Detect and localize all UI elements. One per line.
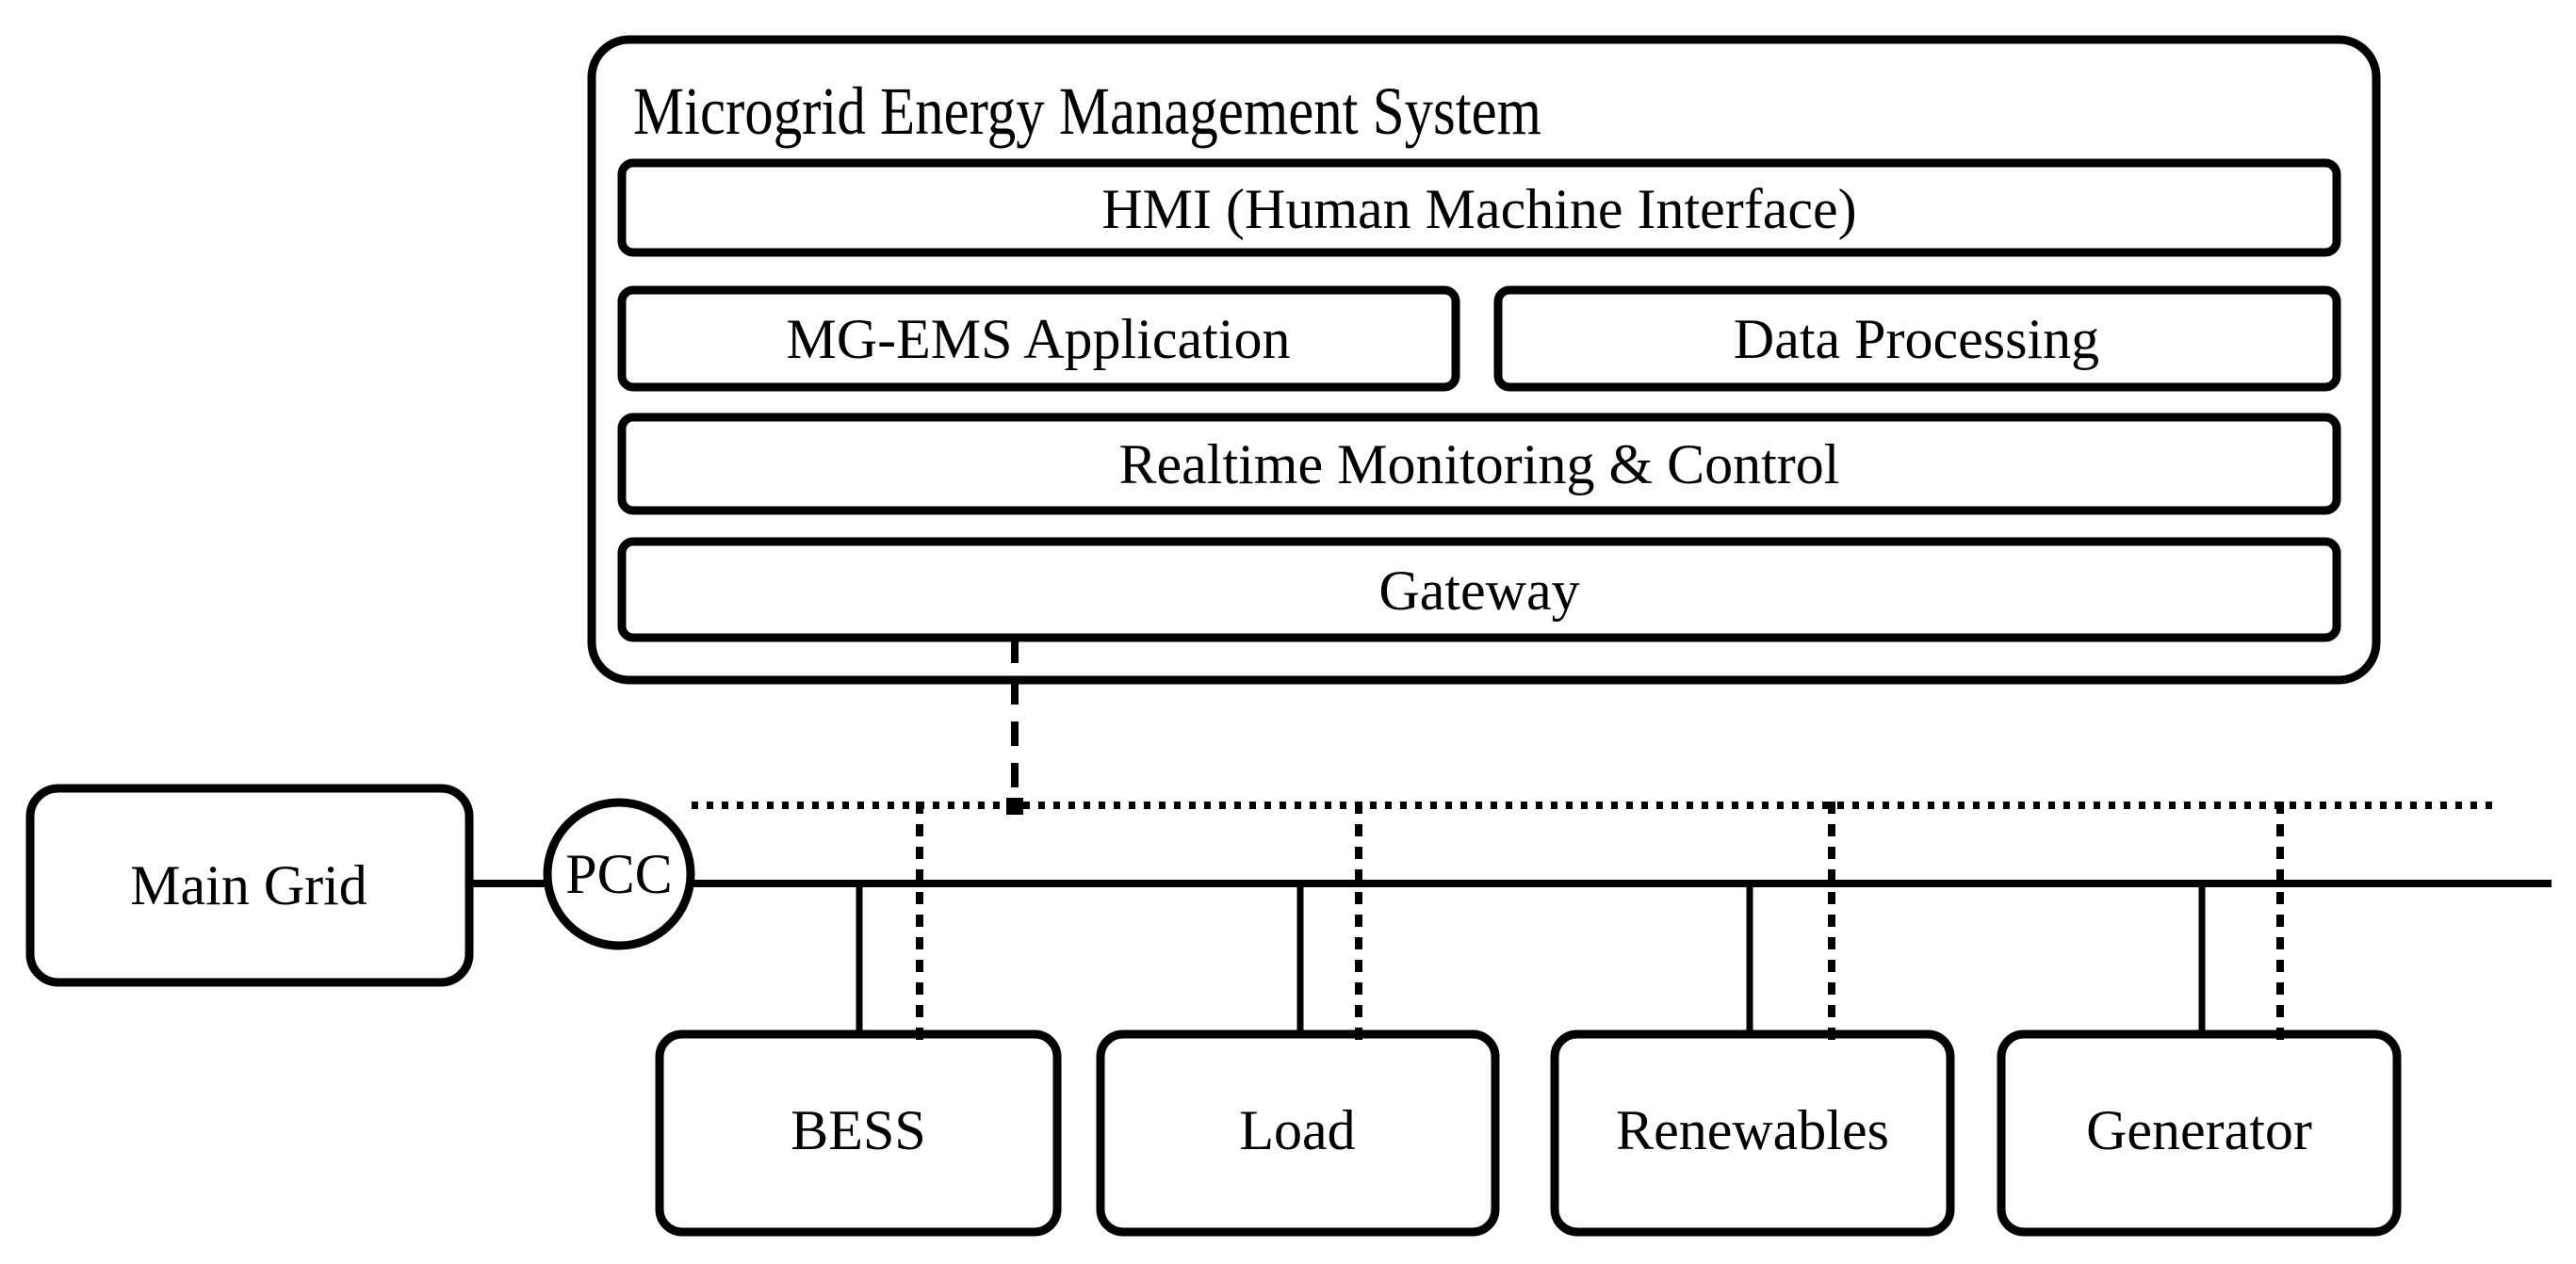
generator-box <box>1997 1029 2402 1237</box>
pcc-label: PCC <box>565 843 672 905</box>
mg-ems-application-box <box>617 285 1460 392</box>
hmi-box <box>617 158 2341 257</box>
mg-ems-application-label: MG-EMS Application <box>787 308 1291 370</box>
renewables-label: Renewables <box>1616 1099 1889 1161</box>
ems-container-box <box>587 35 2381 685</box>
realtime-monitoring-label: Realtime Monitoring & Control <box>1119 433 1840 495</box>
load-label: Load <box>1239 1099 1355 1161</box>
gateway-bus-junction-dot <box>1006 798 1023 815</box>
ems-title: Microgrid Energy Management System <box>633 73 1541 149</box>
generator-label: Generator <box>2086 1099 2312 1161</box>
hmi-label: HMI (Human Machine Interface) <box>1101 178 1856 240</box>
data-processing-box <box>1493 285 2341 392</box>
bess-label: BESS <box>791 1099 925 1161</box>
bess-box <box>655 1029 1062 1237</box>
gateway-box <box>617 537 2341 642</box>
gateway-label: Gateway <box>1378 559 1579 622</box>
data-processing-label: Data Processing <box>1734 308 2099 370</box>
renewables-box <box>1550 1029 1955 1237</box>
load-box <box>1096 1029 1500 1237</box>
pcc-circle <box>543 798 695 950</box>
main-grid-label: Main Grid <box>130 854 367 916</box>
main-grid-box <box>25 784 474 987</box>
realtime-monitoring-box <box>617 413 2341 515</box>
